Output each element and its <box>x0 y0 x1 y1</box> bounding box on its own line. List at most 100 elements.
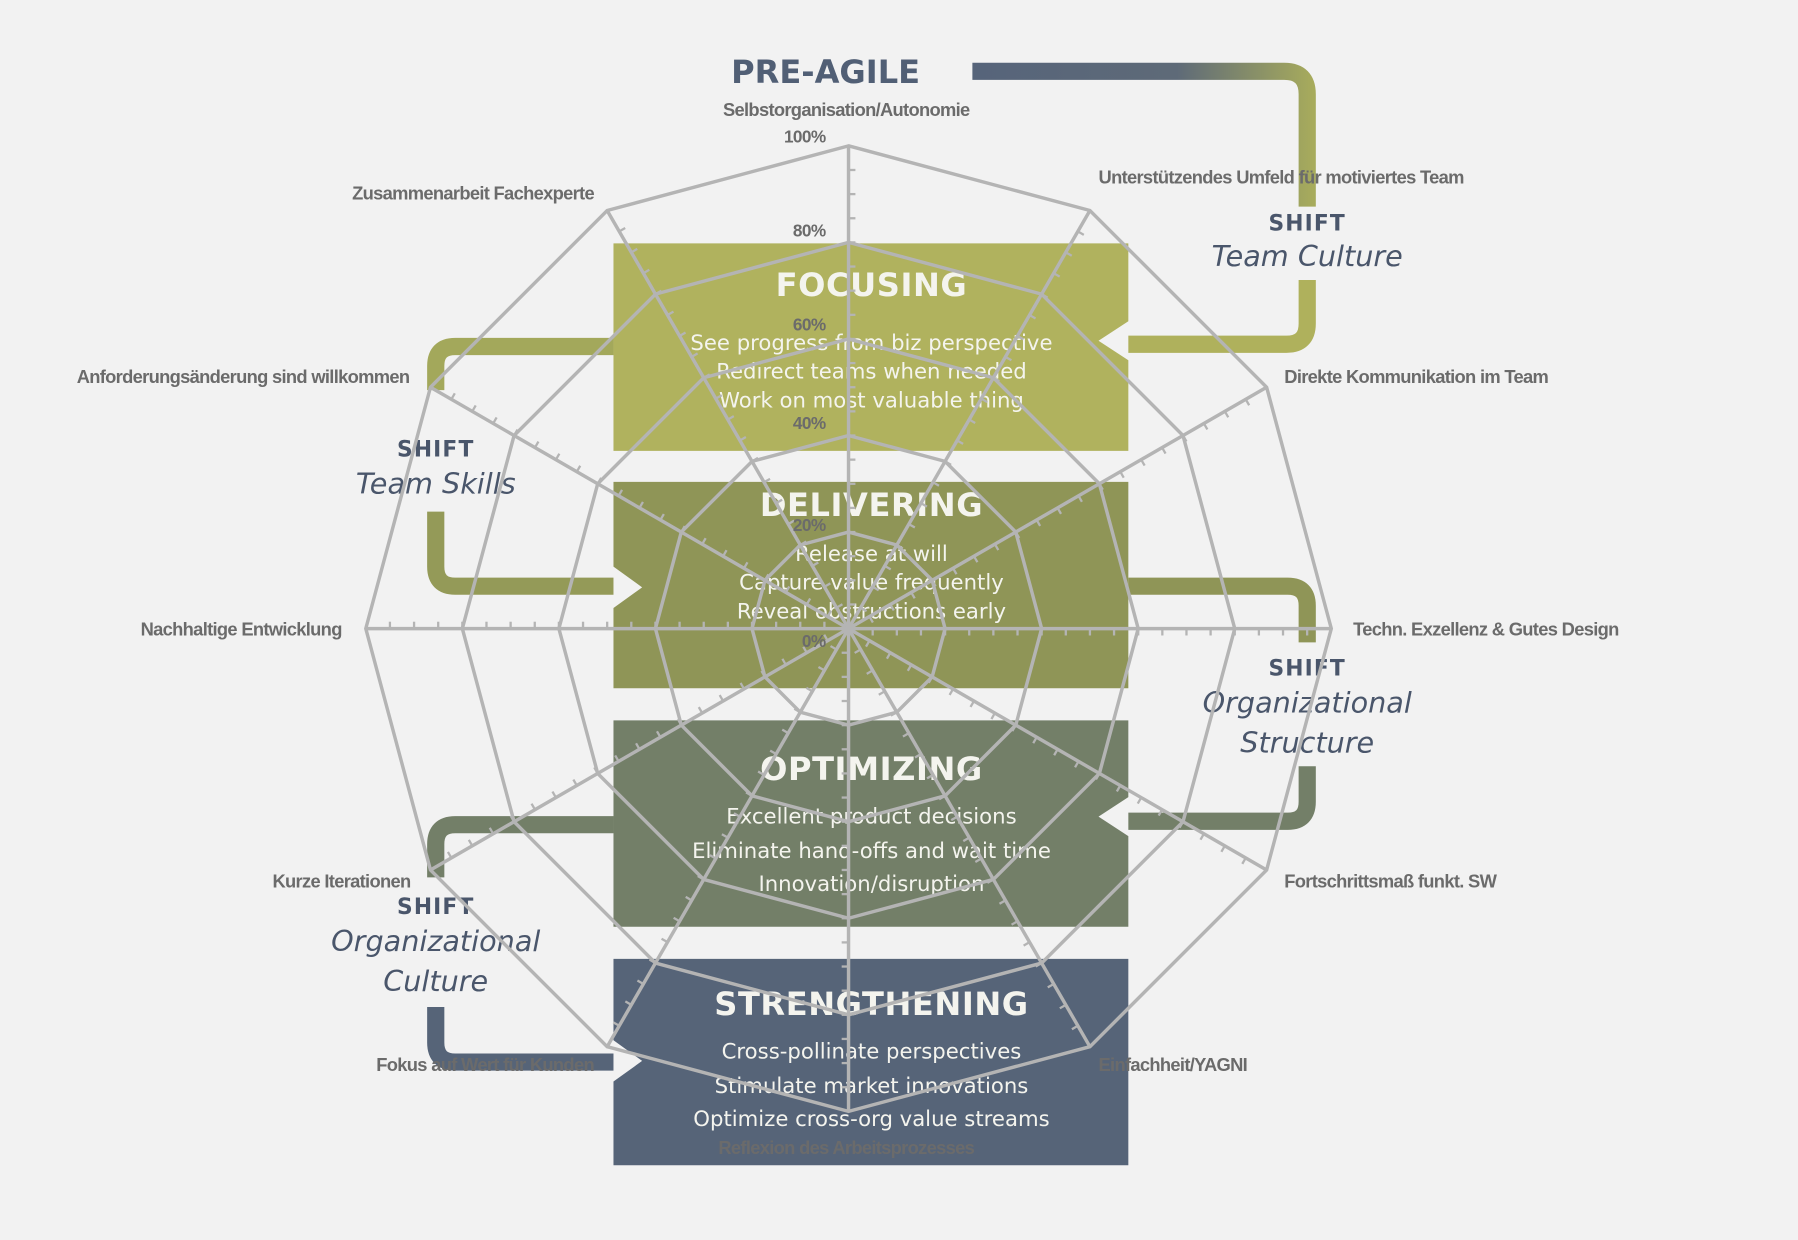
radar-tick <box>1077 230 1085 236</box>
radar-tick <box>614 754 620 762</box>
radar-tick <box>826 609 833 618</box>
radar-tick <box>1199 833 1205 841</box>
radar-tick <box>509 815 516 823</box>
radar-tick <box>450 392 456 400</box>
radar-tick <box>1023 941 1031 947</box>
radar-tick <box>1157 809 1164 817</box>
shift-name-org-culture-2: Culture <box>383 964 488 998</box>
radar-tick <box>872 585 880 592</box>
radar-tick <box>679 331 687 337</box>
radar-tick <box>1244 398 1251 406</box>
radar-tick <box>612 1021 620 1027</box>
radar-tick <box>805 686 813 693</box>
radar-tick <box>718 694 725 702</box>
radar-tick <box>1161 446 1167 455</box>
radar-tick <box>685 895 693 902</box>
connector-focusing-to-delivering-lower <box>427 511 614 595</box>
radar-tick <box>1074 760 1080 768</box>
connector-optimizing-to-strengthening-upper <box>427 816 614 878</box>
radar-tick <box>952 567 958 575</box>
radar-tick <box>931 579 937 587</box>
radar-tick <box>533 441 540 449</box>
radar-tick <box>739 436 747 442</box>
radar-tick <box>1241 857 1247 865</box>
radar-tick <box>624 1000 632 1006</box>
radar-tick <box>691 352 699 358</box>
radar-tick-labels: 0% 20% 40% 60% 80% 100% <box>784 126 827 651</box>
radar-tick <box>878 690 886 696</box>
radar-tick <box>968 418 976 424</box>
shift-name-org-structure-2: Structure <box>1240 725 1374 759</box>
radar-tick <box>471 404 477 412</box>
radar-tick <box>1016 334 1025 341</box>
radar-tick <box>715 394 723 400</box>
radar-tick <box>885 652 892 660</box>
radar-axis-labels: Selbstorganisation/Autonomie Unterstütze… <box>77 99 1620 1158</box>
shift-name-org-culture: Organizational <box>331 924 540 958</box>
radar-tick <box>902 732 910 738</box>
shift-label: SHIFT <box>397 895 474 920</box>
radar-tick <box>666 310 675 317</box>
radar-tick <box>802 646 808 654</box>
radar-tick <box>1059 1003 1067 1010</box>
radar-grid <box>364 144 1334 1114</box>
radar-tick <box>932 481 940 487</box>
radar-tick <box>938 794 946 801</box>
shift-name-team-culture: Team Culture <box>1212 239 1403 273</box>
radar-tick <box>948 688 955 696</box>
shift-labels: SHIFT Team Culture SHIFT Team Skills SHI… <box>331 212 1412 998</box>
radar-tick <box>593 766 599 774</box>
radar-tick <box>638 501 644 509</box>
radar-tick <box>1029 314 1037 320</box>
radar-tick <box>676 718 683 726</box>
stage-box-strengthening <box>613 958 1129 1166</box>
radar-tick <box>745 791 753 797</box>
radar-tick <box>823 582 831 588</box>
radar-tick <box>908 523 916 529</box>
tick-label-0: 0% <box>802 631 826 651</box>
radar-tick <box>927 676 934 684</box>
radar-tick <box>727 415 735 421</box>
stage-box-focusing <box>613 243 1129 451</box>
radar-tick <box>860 606 868 613</box>
radar-tick <box>1056 507 1063 515</box>
radar-tick <box>1119 471 1125 479</box>
radar-tick <box>673 916 681 923</box>
radar-tick <box>781 658 787 666</box>
radar-tick <box>1014 531 1021 539</box>
radar-tick <box>829 645 838 651</box>
radar-tick <box>986 878 994 884</box>
radar-tick <box>866 669 874 675</box>
radar-tick <box>998 899 1007 905</box>
radar-tick <box>697 875 705 881</box>
axis-label: Anforderungsänderung sind willkommen <box>77 366 410 387</box>
radar-tick <box>1182 434 1188 443</box>
radar-tick <box>805 597 812 606</box>
radar-tick <box>530 803 536 811</box>
radar-tick <box>680 525 686 533</box>
tick-label-80: 80% <box>793 220 826 240</box>
radar-tick <box>446 851 453 859</box>
radar-tick <box>701 537 707 545</box>
radar-tick <box>1035 962 1043 968</box>
radar-tick <box>554 453 561 461</box>
stage-line: Cross-pollinate perspectives <box>722 1040 1022 1065</box>
tick-label-20: 20% <box>793 515 826 535</box>
radar-tick <box>1011 724 1017 732</box>
radar-tick <box>974 857 982 863</box>
stage-line: Work on most valuable thing <box>719 388 1024 413</box>
radar-tick <box>914 753 922 759</box>
radar-tick <box>787 519 795 526</box>
stage-line: Release at will <box>795 542 948 567</box>
radar-tick <box>1077 495 1083 503</box>
radar-tick <box>655 730 662 738</box>
radar-tick <box>1047 982 1055 989</box>
axis-label: Nachhaltige Entwicklung <box>141 618 342 639</box>
radar-tick <box>659 513 665 521</box>
radar-tick <box>784 585 791 593</box>
radar-tick <box>760 670 766 678</box>
radar-tick <box>1140 459 1146 467</box>
radar-tick <box>868 615 874 624</box>
radar-tick <box>572 778 578 787</box>
